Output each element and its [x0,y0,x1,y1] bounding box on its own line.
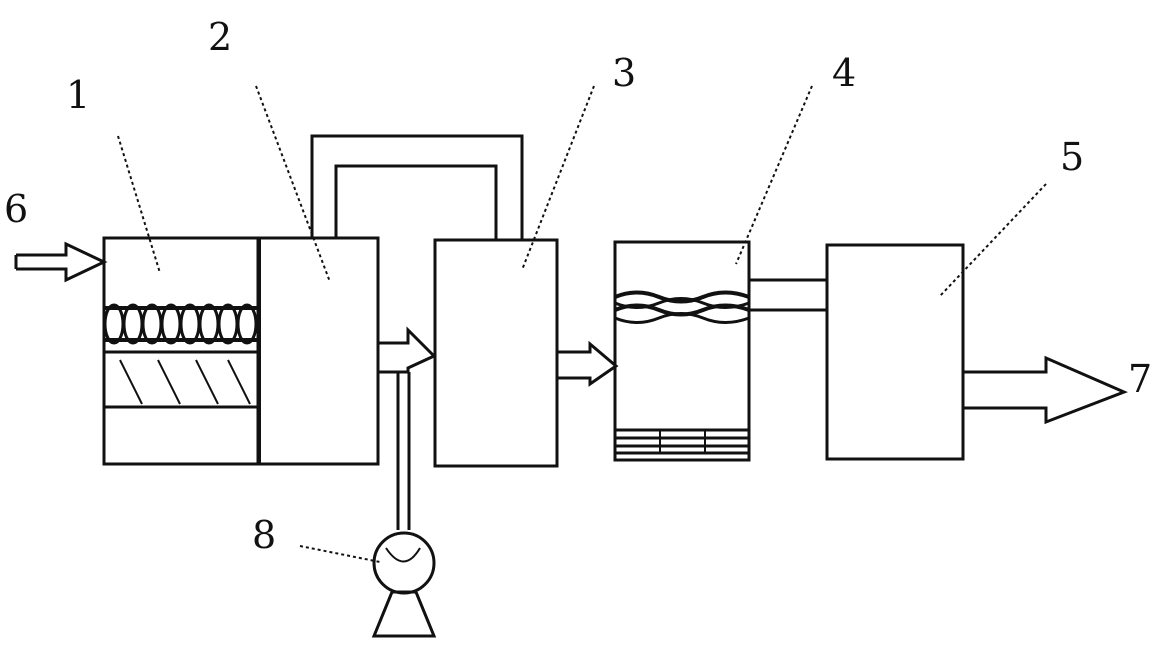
label-unit-2: 2 [208,15,232,59]
leader-lines [117,85,1047,563]
arrow-2-to-3 [378,326,437,374]
unit-5-box [825,243,965,461]
unit-1-coil-row [103,303,258,345]
recycle-pipe [310,134,524,240]
unit-4-box [613,240,751,462]
label-unit-4: 4 [832,51,856,95]
label-unit-1: 1 [66,73,90,117]
pump-icon [371,531,437,638]
pipe-4-to-5 [749,278,827,312]
label-unit-3: 3 [612,51,636,95]
arrow-3-to-4 [557,340,619,387]
outlet-arrow [963,355,1128,425]
label-pump: 8 [252,513,276,557]
unit-4-filter-base [615,428,749,455]
unit-1-box [102,236,260,466]
pump-line [396,372,411,530]
inlet-arrow [14,241,108,283]
unit-3-box [433,238,559,468]
unit-2-box [256,236,380,466]
unit-1-screw [119,359,251,405]
label-unit-5: 5 [1060,135,1084,179]
label-inlet: 6 [4,187,28,231]
label-outlet: 7 [1128,357,1152,401]
unit-4-mesh [614,290,750,324]
